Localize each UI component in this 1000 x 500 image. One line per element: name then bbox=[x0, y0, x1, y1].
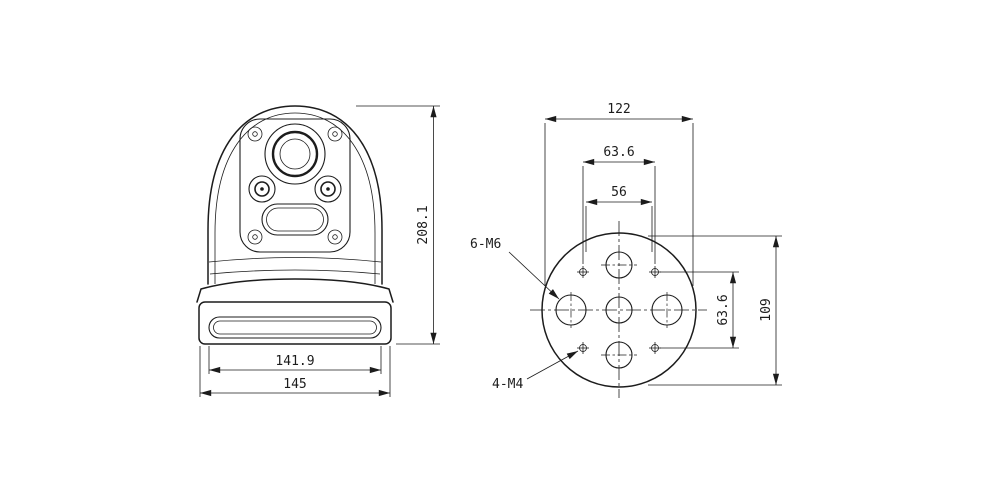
dim-plate-width: 122 bbox=[607, 102, 630, 117]
m4-hole-top-right bbox=[649, 266, 661, 278]
mount-view-dimensions: 122 63.6 56 63.6 109 bbox=[544, 102, 782, 386]
faceplate-screw-top-right bbox=[327, 126, 343, 142]
dim-width-inner: 141.9 bbox=[275, 354, 314, 369]
lower-window-inner bbox=[266, 207, 324, 232]
leader-line-m6 bbox=[508, 251, 560, 300]
faceplate-screw-top-left bbox=[247, 126, 263, 142]
left-lens bbox=[248, 175, 276, 203]
screw-outer bbox=[327, 126, 343, 142]
mount-hole-center bbox=[605, 296, 633, 324]
screw-inner bbox=[332, 234, 338, 240]
camera-front-view bbox=[196, 105, 394, 345]
screw-inner bbox=[252, 234, 258, 240]
right-lens bbox=[314, 175, 342, 203]
faceplate-screw-bottom-left bbox=[247, 229, 263, 245]
right-lens-outer-ring bbox=[314, 175, 342, 203]
left-lens-center bbox=[260, 187, 264, 191]
lower-window bbox=[261, 203, 329, 236]
screw-inner bbox=[252, 131, 258, 137]
camera-head-outline bbox=[207, 105, 383, 285]
main-lens bbox=[264, 123, 326, 185]
camera-skirt bbox=[196, 278, 394, 303]
dim-hole-spacing-h: 63.6 bbox=[603, 145, 634, 160]
left-lens-outer-ring bbox=[248, 175, 276, 203]
m4-hole-top-left bbox=[577, 266, 589, 278]
screw-outer bbox=[247, 229, 263, 245]
main-lens-mid-ring bbox=[271, 130, 319, 178]
label-m6-holes: 6-M6 bbox=[470, 237, 501, 252]
camera-faceplate bbox=[239, 118, 351, 253]
m4-hole-bottom-right bbox=[649, 342, 661, 354]
faceplate-screw-bottom-right bbox=[327, 229, 343, 245]
camera-head-band-line-1 bbox=[208, 257, 382, 263]
screw-outer bbox=[247, 126, 263, 142]
screw-outer bbox=[327, 229, 343, 245]
dim-width-outer: 145 bbox=[283, 377, 306, 392]
main-lens-inner-ring bbox=[279, 138, 311, 170]
camera-head-band-line-2 bbox=[209, 269, 381, 275]
lower-window-outer bbox=[261, 203, 329, 236]
dim-height-front: 208.1 bbox=[416, 205, 431, 244]
camera-base-slot bbox=[208, 316, 382, 339]
label-m4-holes: 4-M4 bbox=[492, 377, 523, 392]
screw-inner bbox=[332, 131, 338, 137]
mount-plate-view bbox=[530, 221, 707, 398]
leader-line-m4 bbox=[526, 350, 579, 380]
camera-base bbox=[198, 301, 392, 345]
right-lens-mid-ring bbox=[320, 181, 336, 197]
camera-base-slot-inner bbox=[213, 320, 377, 335]
dim-inner-spacing: 56 bbox=[611, 185, 627, 200]
left-lens-mid-ring bbox=[254, 181, 270, 197]
main-lens-outer-ring bbox=[264, 123, 326, 185]
mount-hole-labels: 6-M6 4-M4 bbox=[470, 237, 579, 392]
right-lens-center bbox=[326, 187, 330, 191]
m4-hole-bottom-left bbox=[577, 342, 589, 354]
front-view-dimensions: 208.1 141.9 145 bbox=[199, 105, 440, 397]
dim-hole-spacing-v: 63.6 bbox=[716, 294, 731, 325]
camera-head-inner-contour bbox=[214, 112, 376, 284]
dim-plate-height: 109 bbox=[759, 298, 774, 321]
